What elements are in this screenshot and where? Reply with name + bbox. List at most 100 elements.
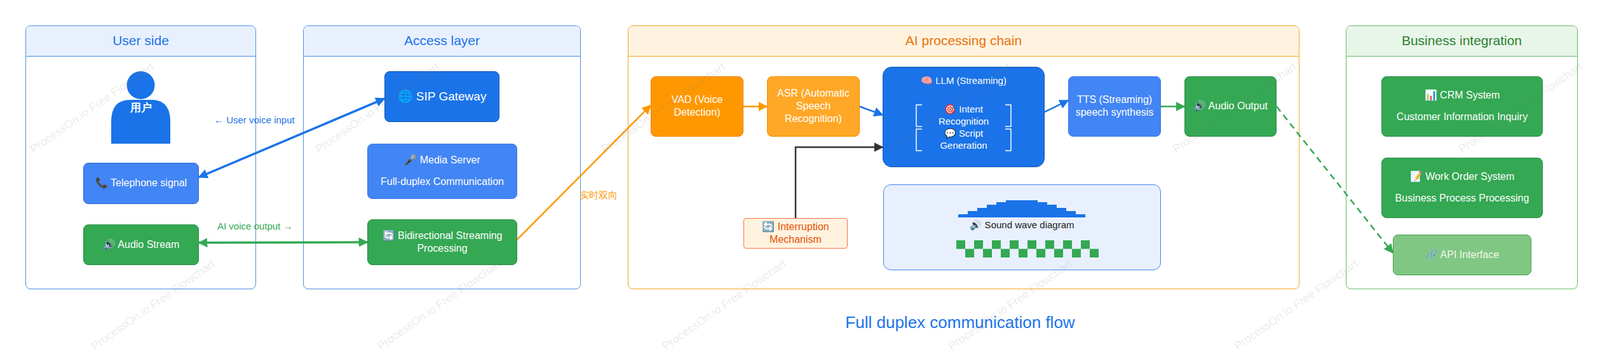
node-content: 🎯 Intent Recognition xyxy=(915,104,1012,128)
process-box: 🎤 Media ServerFull-duplex Communication xyxy=(367,143,518,199)
node-content: 🌐 SIP Gateway xyxy=(385,71,499,121)
watermark: ProcessOn.io Free Flowchart xyxy=(599,60,729,157)
watermark: ProcessOn.io Free Flowchart xyxy=(313,60,443,157)
sound-wave-panel: 🔊 Sound wave diagram xyxy=(883,184,1161,271)
node-content: 🔊 Audio Stream xyxy=(83,224,199,264)
wave-block xyxy=(1054,249,1064,258)
watermark: ProcessOn.io Free Flowchart xyxy=(885,60,1015,157)
process-box: VAD (Voice Detection) xyxy=(650,76,744,137)
node-label: 🔊 Audio Stream xyxy=(102,238,180,251)
connector-label: ← User voice input xyxy=(214,114,295,126)
user-figure: 用户 xyxy=(111,70,171,144)
connector-label: 实时双向 xyxy=(579,189,618,202)
node-label: 🎤 Media Server xyxy=(404,153,481,167)
node-content: 💬 Script Generation xyxy=(915,128,1012,152)
node-content: 📞 Telephone signal xyxy=(83,163,199,203)
node-label: Business Process Processing xyxy=(1395,191,1530,205)
wave-block xyxy=(1027,240,1037,250)
group-header: Access layer xyxy=(303,26,581,57)
node-label: ASR (Automatic Speech Recognition) xyxy=(772,87,855,126)
llm-box: 🧠 LLM (Streaming) 🎯 Intent Recognition💬 S… xyxy=(882,66,1045,168)
node-label: 🔊 Audio Output xyxy=(1193,99,1268,113)
system-box: 📝 Work Order SystemBusiness Process Proc… xyxy=(1381,157,1543,218)
caption: Full duplex communication flow xyxy=(769,312,1151,333)
wave-block xyxy=(1036,249,1046,258)
wave-block xyxy=(1089,249,1099,258)
watermark: ProcessOn.io Free Flowchart xyxy=(374,257,504,354)
person-head xyxy=(127,71,156,100)
watermark: ProcessOn.io Free Flowchart xyxy=(88,257,218,354)
process-box: 🔊 Audio Stream xyxy=(83,224,199,265)
swimlane-group: User side 用户 📞 Telephone signal 🔊 Audio Str… xyxy=(25,25,257,290)
node-content: 📝 Work Order SystemBusiness Process Proc… xyxy=(1382,158,1543,217)
node-content: ASR (Automatic Speech Recognition) xyxy=(767,76,860,136)
node-label: 📞 Telephone signal xyxy=(95,176,187,190)
wave-block xyxy=(956,240,966,250)
process-box: 🌐 SIP Gateway xyxy=(384,71,500,123)
node-content: 用户 xyxy=(111,98,171,118)
system-box: 🔗 API Interface xyxy=(1392,234,1532,276)
connector-label: AI voice output → xyxy=(217,220,293,232)
group-header: AI processing chain xyxy=(628,26,1299,57)
wave-block xyxy=(1000,249,1010,258)
node-label: 🔗 API Interface xyxy=(1425,248,1499,262)
wave-block xyxy=(1045,240,1055,250)
node-label: TTS (Streaming) speech synthesis xyxy=(1073,93,1156,119)
wave-block xyxy=(983,249,992,258)
wave-block xyxy=(1080,240,1090,250)
sub-step: 🎯 Intent Recognition xyxy=(915,104,1012,128)
node-label: Business integration xyxy=(1401,32,1522,49)
node-label: Customer Information Inquiry xyxy=(1396,110,1528,124)
node-label: Access layer xyxy=(404,32,480,49)
node-label: 🧠 LLM (Streaming) xyxy=(920,74,1007,88)
wave-block xyxy=(1009,240,1019,250)
node-label: 📊 CRM System xyxy=(1424,88,1501,102)
process-box: 🔊 Audio Output xyxy=(1184,76,1277,137)
node-content: 📊 CRM SystemCustomer Information Inquiry xyxy=(1382,76,1543,136)
watermark: ProcessOn.io Free Flowchart xyxy=(946,257,1076,354)
person-body xyxy=(111,99,171,144)
node-content: TTS (Streaming) speech synthesis xyxy=(1068,76,1161,136)
node-content: 🔄 Interruption Mechanism xyxy=(744,218,848,248)
group-header: Business integration xyxy=(1346,26,1578,57)
node-content: 🎤 Media ServerFull-duplex Communication xyxy=(367,144,517,198)
node-label: 💬 Script Generation xyxy=(920,127,1007,152)
node-content: 🧠 LLM (Streaming) xyxy=(883,69,1045,92)
process-box: 📞 Telephone signal xyxy=(83,162,199,204)
watermark: ProcessOn.io Free Flowchart xyxy=(1456,60,1586,157)
node-label: 🔄 Bidirectional Streaming Processing xyxy=(372,229,512,255)
mechanism-box: 🔄 Interruption Mechanism xyxy=(743,217,848,249)
wave-block xyxy=(991,240,1001,250)
swimlane-group: Business integration 📊 CRM SystemCustomer… xyxy=(1345,25,1578,290)
group-header: User side xyxy=(26,26,256,57)
wave-block xyxy=(1071,249,1081,258)
node-label: 🔊 Sound wave diagram xyxy=(969,219,1074,232)
node-label: Full-duplex Communication xyxy=(380,175,504,189)
watermark: ProcessOn.io Free Flowchart xyxy=(660,257,790,354)
wave-block xyxy=(974,240,984,250)
sub-step: 💬 Script Generation xyxy=(915,128,1012,152)
node-content: VAD (Voice Detection) xyxy=(651,76,743,136)
watermark: ProcessOn.io Free Flowchart xyxy=(1170,60,1300,157)
node-label: 📝 Work Order System xyxy=(1410,170,1515,184)
process-box: ASR (Automatic Speech Recognition) xyxy=(766,76,860,137)
wave-block xyxy=(965,249,975,258)
wave-block xyxy=(1018,249,1028,258)
node-content: 🔄 Bidirectional Streaming Processing xyxy=(367,219,517,264)
process-box: TTS (Streaming) speech synthesis xyxy=(1068,76,1161,137)
node-content: 🔗 API Interface xyxy=(1393,235,1531,274)
node-label: 🔄 Interruption Mechanism xyxy=(749,220,842,246)
swimlane-group: AI processing chainVAD (Voice Detection)… xyxy=(627,25,1300,290)
process-box: 🔄 Bidirectional Streaming Processing xyxy=(367,219,518,265)
node-label: VAD (Voice Detection) xyxy=(656,93,738,119)
node-label: 🎯 Intent Recognition xyxy=(920,103,1007,128)
node-label: AI processing chain xyxy=(905,32,1022,49)
node-label: User side xyxy=(112,32,170,49)
wave-bar xyxy=(1005,200,1038,218)
system-box: 📊 CRM SystemCustomer Information Inquiry xyxy=(1381,76,1543,137)
node-content: 🔊 Sound wave diagram xyxy=(883,215,1161,235)
node-content: 🔊 Audio Output xyxy=(1185,76,1276,136)
wave-block xyxy=(1063,240,1072,250)
watermark: ProcessOn.io Free Flowchart xyxy=(27,60,157,157)
